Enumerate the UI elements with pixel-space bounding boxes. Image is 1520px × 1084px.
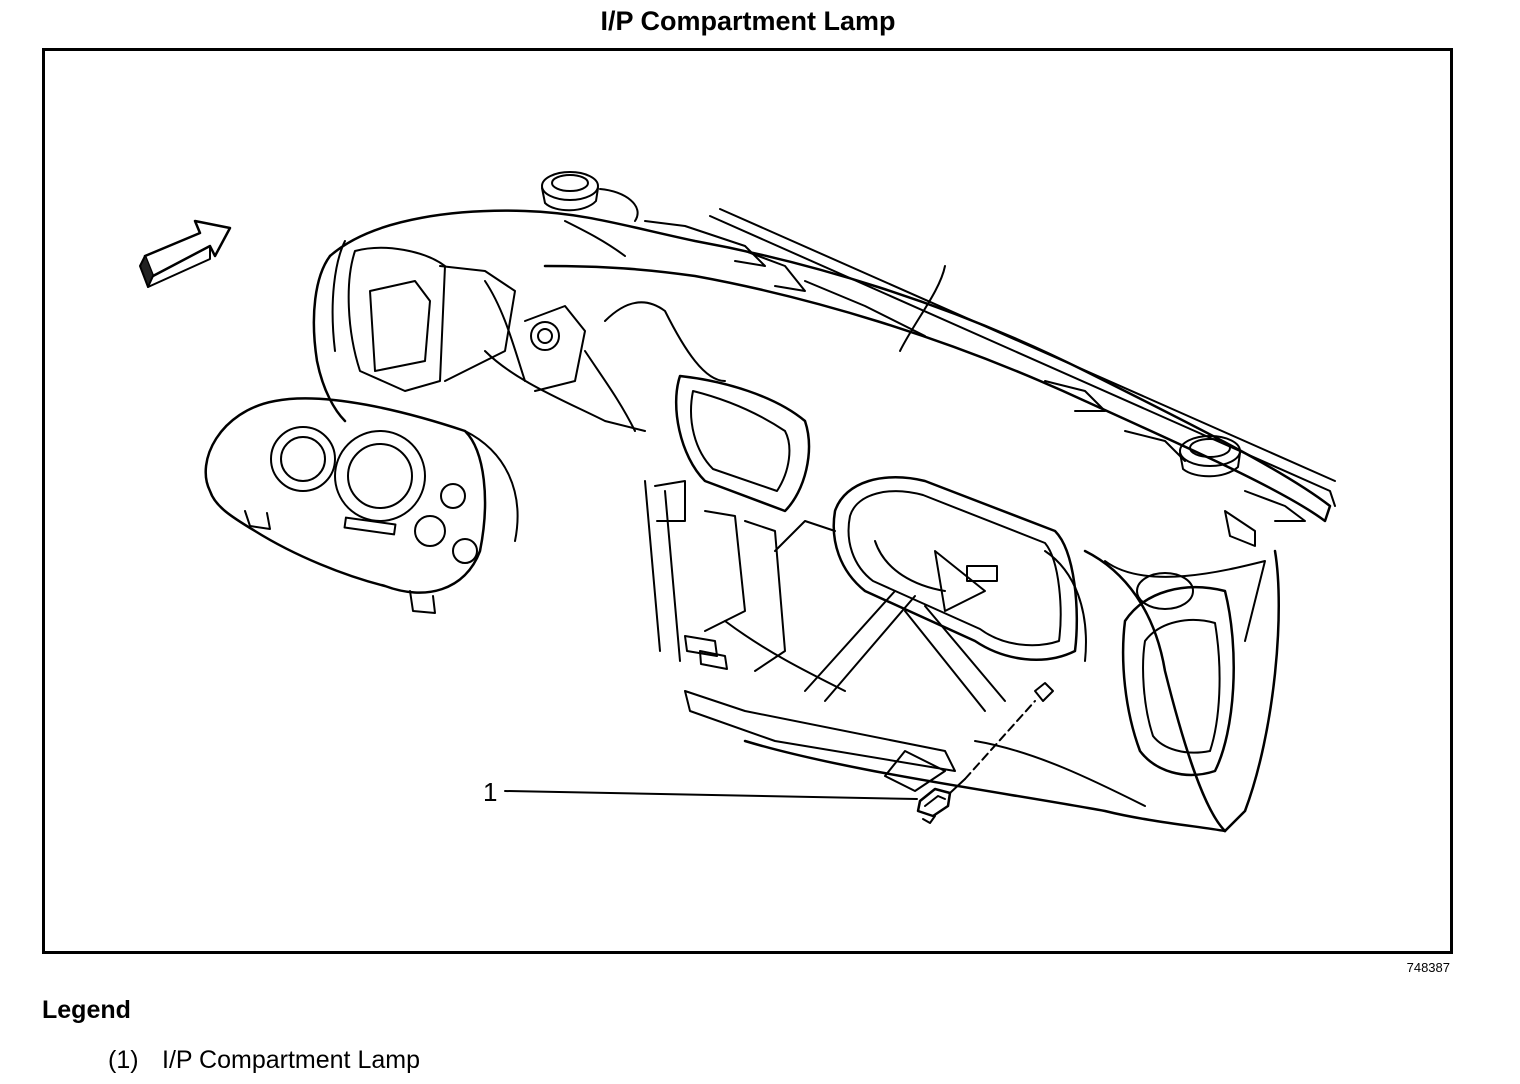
illustration-frame: 1 xyxy=(42,48,1453,954)
center-stack xyxy=(644,374,1006,772)
forward-arrow-icon xyxy=(139,219,232,288)
figure-number: 748387 xyxy=(1406,960,1450,975)
legend-item-number: (1) xyxy=(108,1046,139,1074)
wiring-harness xyxy=(484,301,726,432)
upper-ducting xyxy=(644,220,1306,547)
glove-box-opening xyxy=(832,476,1087,662)
cluster-opening xyxy=(347,246,586,392)
page-title: I/P Compartment Lamp xyxy=(600,6,896,36)
lower-dash-edge xyxy=(743,739,1227,833)
right-end-vent xyxy=(1083,549,1280,833)
right-speaker-icon xyxy=(1179,435,1241,478)
legend-heading: Legend xyxy=(42,996,131,1024)
instrument-cluster xyxy=(204,397,519,614)
dash-pad-outline xyxy=(312,208,1336,523)
legend-item-text: I/P Compartment Lamp xyxy=(162,1046,420,1074)
legend-item: (1) I/P Compartment Lamp xyxy=(108,1046,420,1075)
callout-1-leader xyxy=(504,790,918,800)
callout-1-label: 1 xyxy=(483,777,497,807)
instrument-panel-illustration: 1 xyxy=(139,171,1336,833)
compartment-lamp xyxy=(916,682,1054,824)
left-speaker-icon xyxy=(541,171,639,222)
